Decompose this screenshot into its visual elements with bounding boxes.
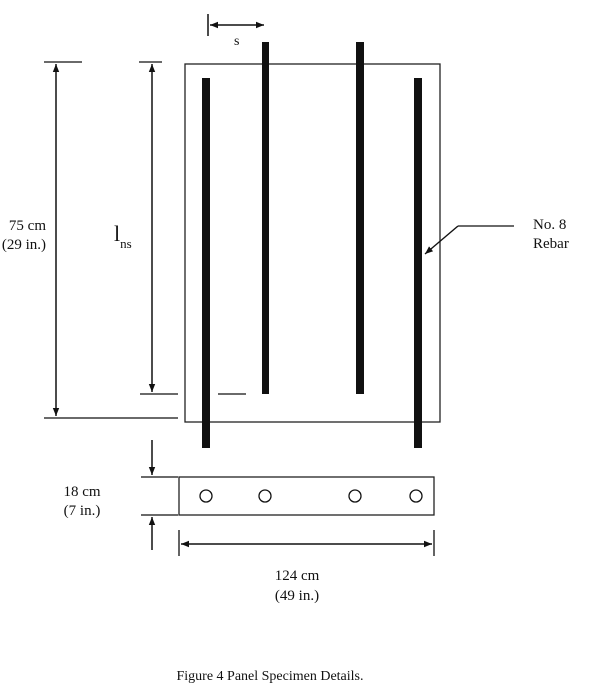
spacing-label: s: [234, 34, 239, 49]
panel-height-metric-label: 75 cm: [9, 218, 46, 234]
rebar-1: [202, 78, 210, 448]
width-imperial-label: (49 in.): [275, 588, 319, 604]
rebar-3: [356, 42, 364, 394]
thickness-imperial-label: (7 in.): [64, 503, 101, 519]
thickness-metric-label: 18 cm: [63, 484, 100, 500]
rebar-label-line1: No. 8: [533, 217, 566, 233]
rebar-section-2: [258, 489, 272, 503]
width-metric-label: 124 cm: [275, 568, 320, 584]
rebar-section-4: [409, 489, 423, 503]
rebar-leader-arrow: [424, 225, 459, 255]
cross-section-outline: [178, 476, 435, 516]
panel-outline: [184, 63, 441, 423]
rebar-section-3: [348, 489, 362, 503]
rebar-4: [414, 78, 422, 448]
figure-caption: Figure 4 Panel Specimen Details.: [176, 669, 363, 684]
lap-length-label: lns: [114, 221, 132, 251]
rebar-label-line2: Rebar: [533, 236, 569, 252]
rebar-2: [262, 42, 269, 394]
panel-height-imperial-label: (29 in.): [2, 237, 46, 253]
rebar-section-1: [199, 489, 213, 503]
